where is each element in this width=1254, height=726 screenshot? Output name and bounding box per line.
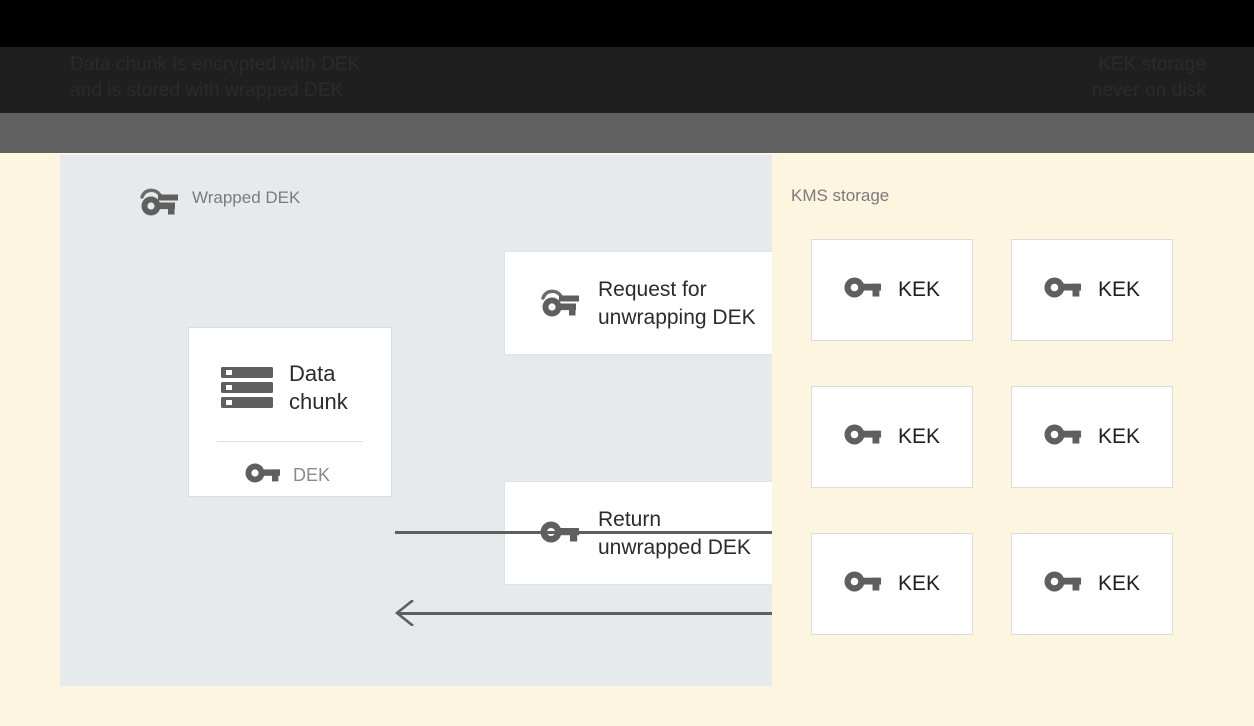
data-chunk-header: Data chunk: [219, 360, 348, 416]
card-divider: [217, 441, 363, 442]
kms-storage-panel: KMS storage KEK KEK: [772, 153, 1254, 726]
key-icon: [1044, 275, 1082, 305]
panel-title-wrapped-dek: Wrapped DEK: [192, 188, 301, 207]
toolbar-grey-band: [0, 113, 1254, 153]
key-icon: [844, 422, 882, 452]
kek-card[interactable]: KEK: [1011, 386, 1173, 488]
kek-card[interactable]: KEK: [1011, 533, 1173, 635]
panel-title-kms-storage: KMS storage: [791, 186, 890, 205]
key-icon: [844, 569, 882, 599]
kek-label: KEK: [897, 278, 941, 301]
wrapped-key-icon: [139, 185, 179, 217]
kek-card[interactable]: KEK: [811, 386, 973, 488]
kek-label: KEK: [1097, 278, 1141, 301]
kek-label: KEK: [897, 425, 941, 448]
key-icon: [540, 519, 580, 550]
top-black-bar: [0, 0, 1254, 47]
dek-label: DEK: [293, 465, 331, 485]
kek-label: KEK: [1097, 572, 1141, 595]
data-chunk-label: Data chunk: [289, 361, 348, 414]
wrapped-key-icon: [540, 286, 580, 323]
request-card-content: Request for unwrapping DEK: [540, 252, 756, 356]
key-icon: [1044, 422, 1082, 452]
header-caption-right: KEK storage never on disk: [1091, 54, 1206, 101]
kek-grid: KEK KEK KEK: [811, 239, 1173, 635]
header-caption-left: Data chunk is encrypted with DEK and is …: [70, 54, 361, 101]
key-icon: [844, 275, 882, 305]
diagram-stage: Wrapped DEK Data chunk: [0, 153, 1254, 726]
data-chunk-card[interactable]: Data chunk DEK: [188, 327, 392, 497]
return-card-content: Return unwrapped DEK: [540, 482, 751, 586]
request-card-label: Request for unwrapping DEK: [598, 278, 756, 329]
key-icon: [1044, 569, 1082, 599]
return-card-label: Return unwrapped DEK: [598, 508, 751, 559]
kek-card[interactable]: KEK: [811, 533, 973, 635]
kek-label: KEK: [1097, 425, 1141, 448]
arrow-from-kms-head: [393, 599, 415, 627]
client-storage-panel: Wrapped DEK Data chunk: [60, 155, 832, 686]
arrow-to-kms-line: [395, 531, 832, 534]
kek-label: KEK: [897, 572, 941, 595]
arrow-from-kms-line: [398, 612, 832, 615]
database-icon: [219, 366, 275, 410]
kek-card[interactable]: KEK: [1011, 239, 1173, 341]
dek-row: DEK: [245, 462, 330, 489]
request-unwrap-card[interactable]: Request for unwrapping DEK: [504, 251, 790, 355]
header-band: Data chunk is encrypted with DEK and is …: [0, 47, 1254, 113]
kek-card[interactable]: KEK: [811, 239, 973, 341]
key-icon: [245, 462, 281, 489]
